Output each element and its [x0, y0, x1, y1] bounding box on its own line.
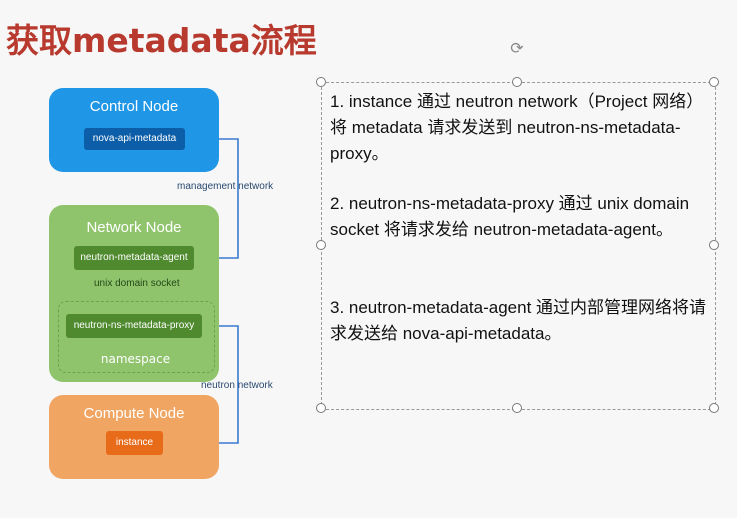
- management-network-label: management network: [177, 181, 274, 192]
- compute-node-title: Compute Node: [83, 405, 185, 422]
- control-node: Control Node: [49, 88, 219, 172]
- rotate-icon[interactable]: ⟳: [510, 38, 524, 58]
- resize-handle-top-right[interactable]: [709, 77, 719, 87]
- resize-handle-bottom-right[interactable]: [709, 403, 719, 413]
- namespace-frame: [58, 301, 215, 373]
- network-node: Network Node: [49, 205, 219, 382]
- ns-metadata-proxy-box: neutron-ns-metadata-proxy: [66, 314, 202, 338]
- neutron-network-label: neutron network: [201, 380, 273, 391]
- text-box[interactable]: 1. instance 通过 neutron network（Project 网…: [321, 82, 716, 410]
- namespace-label: namespace: [100, 352, 171, 366]
- paragraph-1[interactable]: 1. instance 通过 neutron network（Project 网…: [330, 92, 704, 163]
- control-node-title: Control Node: [89, 98, 179, 115]
- resize-handle-left[interactable]: [316, 240, 326, 250]
- slide-title: 获取metadata流程: [6, 21, 317, 60]
- resize-handle-bottom[interactable]: [512, 403, 522, 413]
- paragraph-2[interactable]: 2. neutron-ns-metadata-proxy 通过 unix dom…: [330, 194, 690, 239]
- network-node-title: Network Node: [86, 219, 182, 236]
- resize-handle-right[interactable]: [709, 240, 719, 250]
- nova-api-metadata-box: nova-api-metadata: [84, 128, 185, 150]
- metadata-agent-box: neutron-metadata-agent: [74, 246, 194, 270]
- resize-handle-top[interactable]: [512, 77, 522, 87]
- unix-socket-label: unix domain socket: [94, 278, 180, 289]
- compute-node: Compute Node: [49, 395, 219, 479]
- instance-box: instance: [106, 431, 163, 455]
- resize-handle-top-left[interactable]: [316, 77, 326, 87]
- paragraph-3[interactable]: 3. neutron-metadata-agent 通过内部管理网络将请求发送给…: [330, 298, 707, 343]
- resize-handle-bottom-left[interactable]: [316, 403, 326, 413]
